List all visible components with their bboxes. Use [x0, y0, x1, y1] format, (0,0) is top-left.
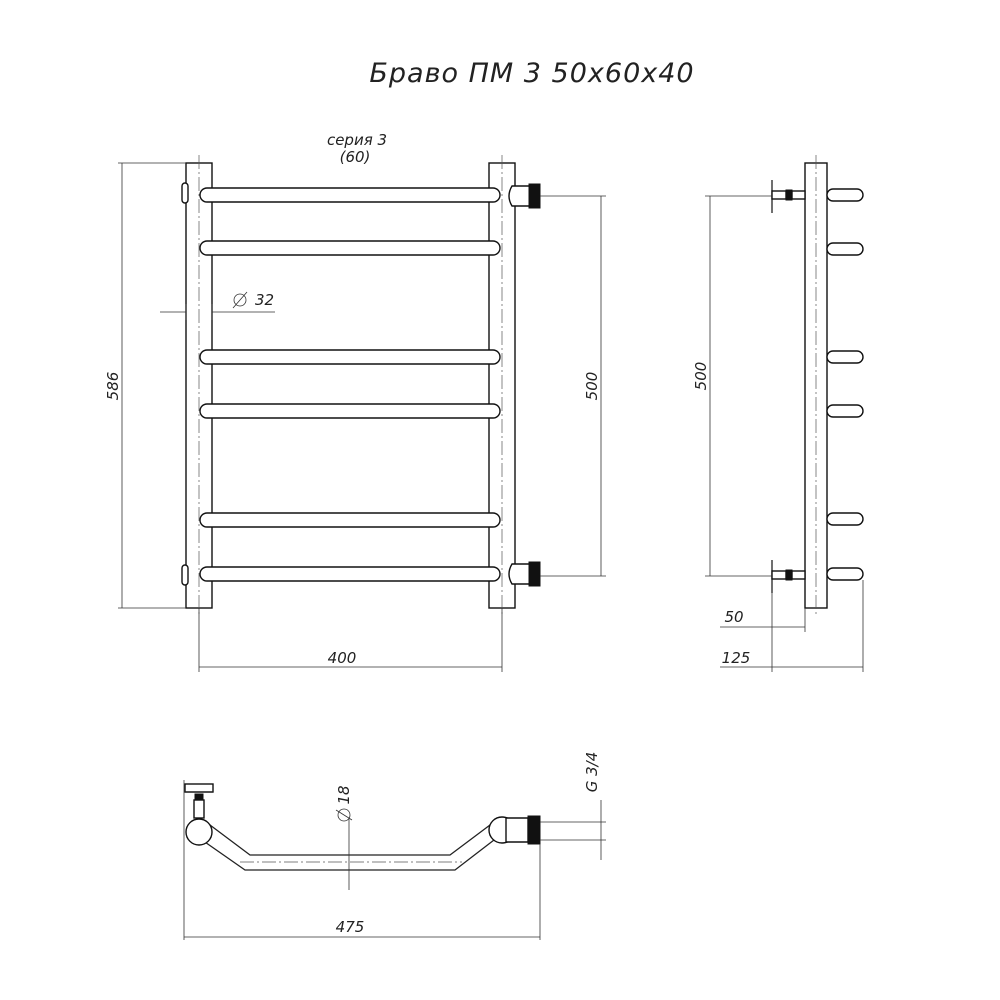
rung-5 — [199, 512, 501, 528]
connector-top — [508, 183, 541, 209]
rung-2 — [199, 240, 501, 256]
front-view: 586 500 32 400 — [104, 155, 606, 672]
rung-3 — [199, 349, 501, 365]
dim-wall-offset-125: 125 — [722, 649, 751, 667]
connector-bottom — [508, 561, 541, 587]
top-left-mount-plate — [184, 783, 214, 793]
left-bump-bottom — [181, 564, 189, 586]
dim-thread: G 3/4 — [583, 752, 601, 793]
dim-connection-front: 500 — [583, 372, 601, 401]
top-left-mount-stem — [193, 799, 205, 819]
top-view: G 3/4 18 475 — [183, 752, 606, 940]
top-left-knuckle — [185, 818, 213, 846]
side-mount-bottom — [771, 560, 806, 593]
dim-total-width-top: 475 — [336, 918, 365, 936]
side-view: 500 50 125 — [692, 155, 864, 672]
rung-6 — [199, 566, 501, 582]
series-sub-label: (60) — [340, 148, 371, 166]
dim-wall-offset-50: 50 — [724, 608, 743, 626]
rung-1 — [199, 187, 501, 203]
dim-pipe-diameter: 32 — [255, 291, 274, 309]
drawing-title: Браво ПМ 3 50х60х40 — [369, 58, 694, 89]
series-label: серия 3 — [327, 131, 387, 149]
dim-width: 400 — [328, 649, 357, 667]
dim-rung-diameter: 18 — [335, 785, 353, 804]
left-bump-top — [181, 182, 189, 204]
dim-connection-side: 500 — [692, 362, 710, 391]
rung-4 — [199, 403, 501, 419]
diameter-icon — [232, 291, 248, 309]
side-mount-top — [771, 180, 806, 213]
diameter-icon-18 — [335, 808, 353, 822]
side-rung-ends — [826, 188, 864, 581]
top-right-connector — [527, 815, 541, 845]
dim-total-height: 586 — [104, 372, 122, 401]
